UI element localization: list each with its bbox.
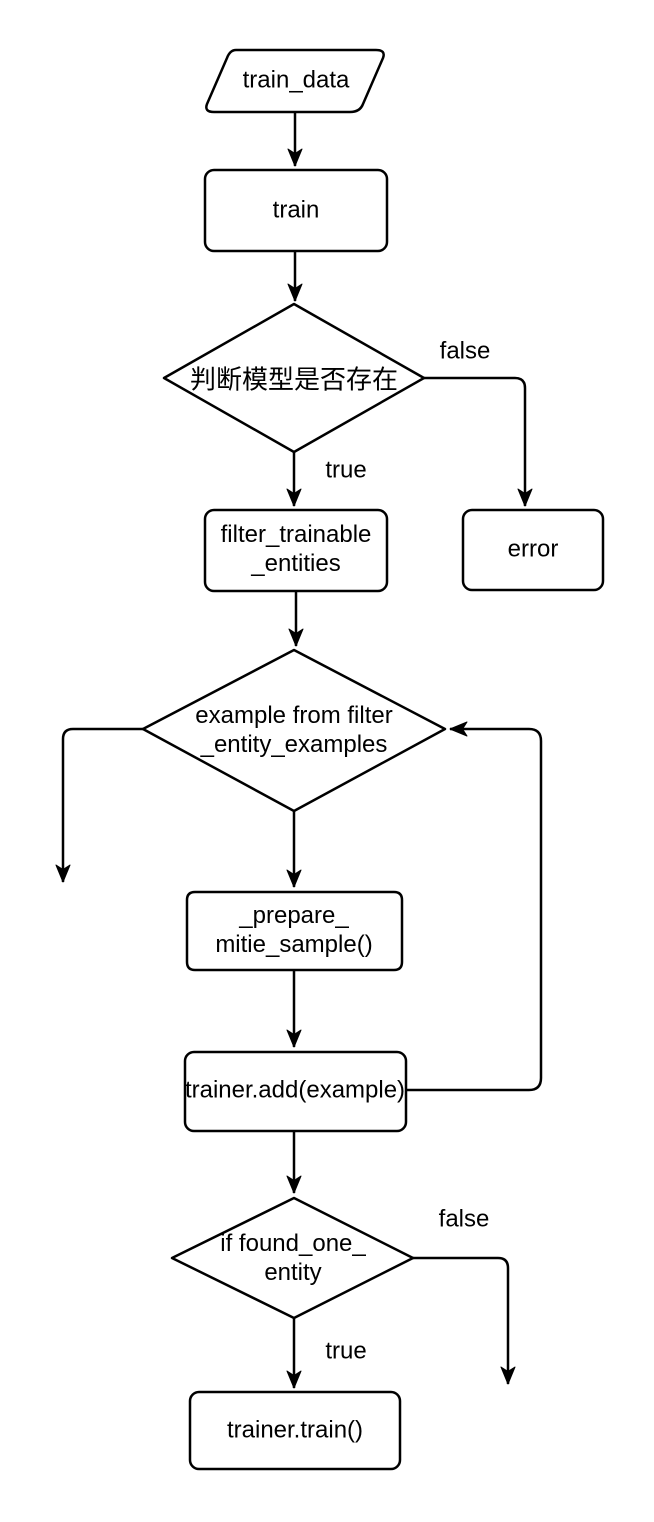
node-error-label: error bbox=[507, 535, 559, 563]
node-train-data-label: train_data bbox=[242, 66, 350, 94]
node-error-shape bbox=[461, 508, 605, 592]
edge-label-model-check-false: false bbox=[439, 337, 491, 365]
node-train-shape bbox=[203, 168, 389, 253]
node-train-data-shape bbox=[205, 48, 385, 114]
edge-trainer-add-loopback bbox=[406, 721, 543, 1092]
node-filter-shape bbox=[203, 508, 389, 593]
node-filter-label: filter_trainable _entities bbox=[220, 521, 372, 577]
edge-label-model-check-true: true bbox=[325, 456, 367, 484]
node-trainer-add-shape bbox=[183, 1050, 408, 1133]
node-prepare-label: _prepare_ mitie_sample() bbox=[215, 902, 373, 958]
edge-label-found-check-false: false bbox=[438, 1205, 490, 1233]
edge-found-check-false-exit bbox=[413, 1256, 516, 1385]
node-example-loop-label: example from filter _entity_examples bbox=[195, 702, 393, 758]
node-found-check-shape bbox=[170, 1196, 415, 1320]
node-trainer-train-label: trainer.train() bbox=[226, 1416, 364, 1444]
node-prepare-shape bbox=[185, 890, 404, 972]
node-found-check-label: if found_one_ entity bbox=[220, 1230, 366, 1286]
node-example-loop-shape bbox=[141, 648, 447, 813]
node-model-check-label: 判断模型是否存在 bbox=[189, 364, 399, 395]
node-trainer-train-shape bbox=[188, 1390, 402, 1471]
edge-model-check-false-to-error bbox=[424, 376, 533, 507]
edge-example-loop-exit-left bbox=[55, 727, 143, 883]
node-train-label: train bbox=[272, 196, 320, 224]
edge-label-found-check-true: true bbox=[325, 1337, 367, 1365]
node-model-check-shape bbox=[162, 302, 426, 454]
node-trainer-add-label: trainer.add(example) bbox=[184, 1076, 406, 1104]
